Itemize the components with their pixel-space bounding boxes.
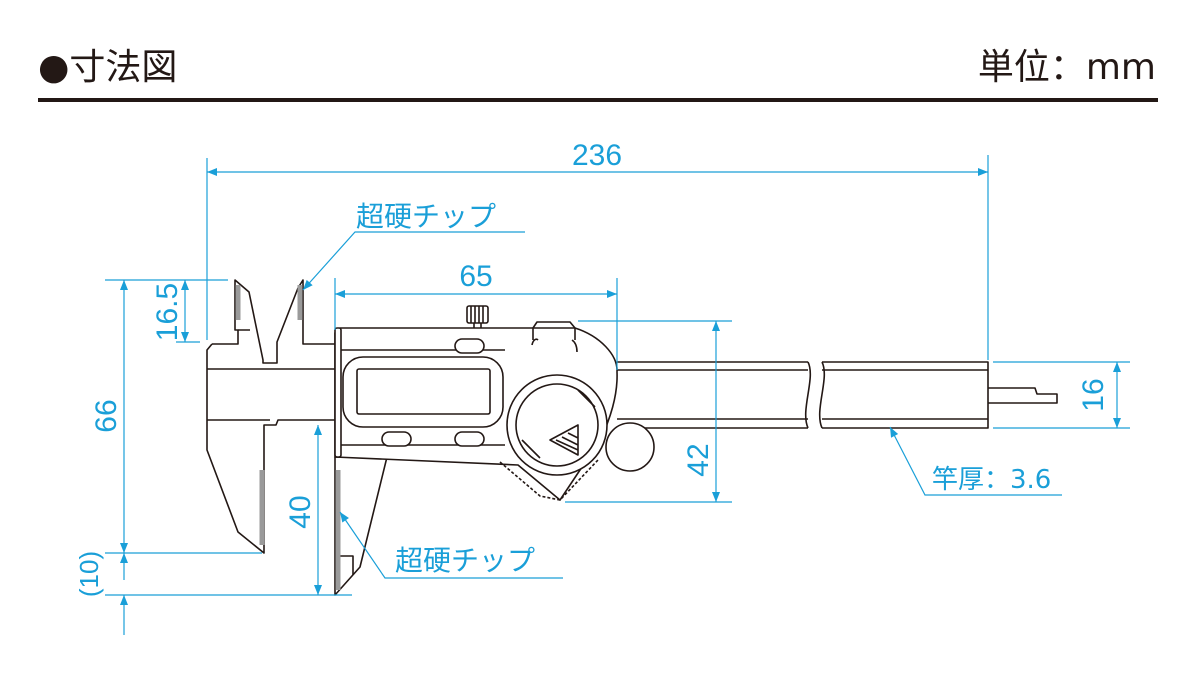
dim-jaw-tip: (10) — [74, 551, 104, 597]
page-title: ●寸法図 — [38, 47, 178, 88]
thumb-roller — [506, 374, 608, 476]
thumb-button — [605, 422, 655, 472]
dim-inside-jaw-depth: 16.5 — [151, 283, 184, 341]
carbide-tip-label-lower: 超硬チップ — [395, 544, 535, 577]
dimension-lines — [105, 155, 1130, 635]
movable-jaw — [334, 456, 388, 596]
dim-slider-height: 42 — [682, 443, 715, 476]
gear — [499, 459, 599, 501]
button-on-off — [381, 431, 412, 447]
depth-rod — [988, 387, 1058, 404]
lcd-display — [356, 368, 491, 415]
unit-label: 単位：mm — [977, 47, 1156, 88]
carbide-tips — [235, 285, 341, 590]
dim-overall-length: 236 — [572, 139, 622, 172]
header-divider — [38, 98, 1158, 102]
dim-beam-width: 16 — [1077, 378, 1110, 411]
carbide-tip-label-upper: 超硬チップ — [356, 200, 496, 233]
main-beam-head — [206, 343, 335, 554]
button-origin — [454, 338, 485, 354]
dim-slider-length: 65 — [459, 260, 492, 293]
beam-thickness-label: 竿厚：3.6 — [932, 465, 1051, 495]
dim-outside-jaw-length: 40 — [284, 495, 317, 528]
lock-screw — [466, 305, 489, 324]
dim-outside-jaw-depth: 66 — [90, 399, 123, 432]
main-beam — [617, 361, 808, 429]
button-mode — [454, 431, 485, 447]
